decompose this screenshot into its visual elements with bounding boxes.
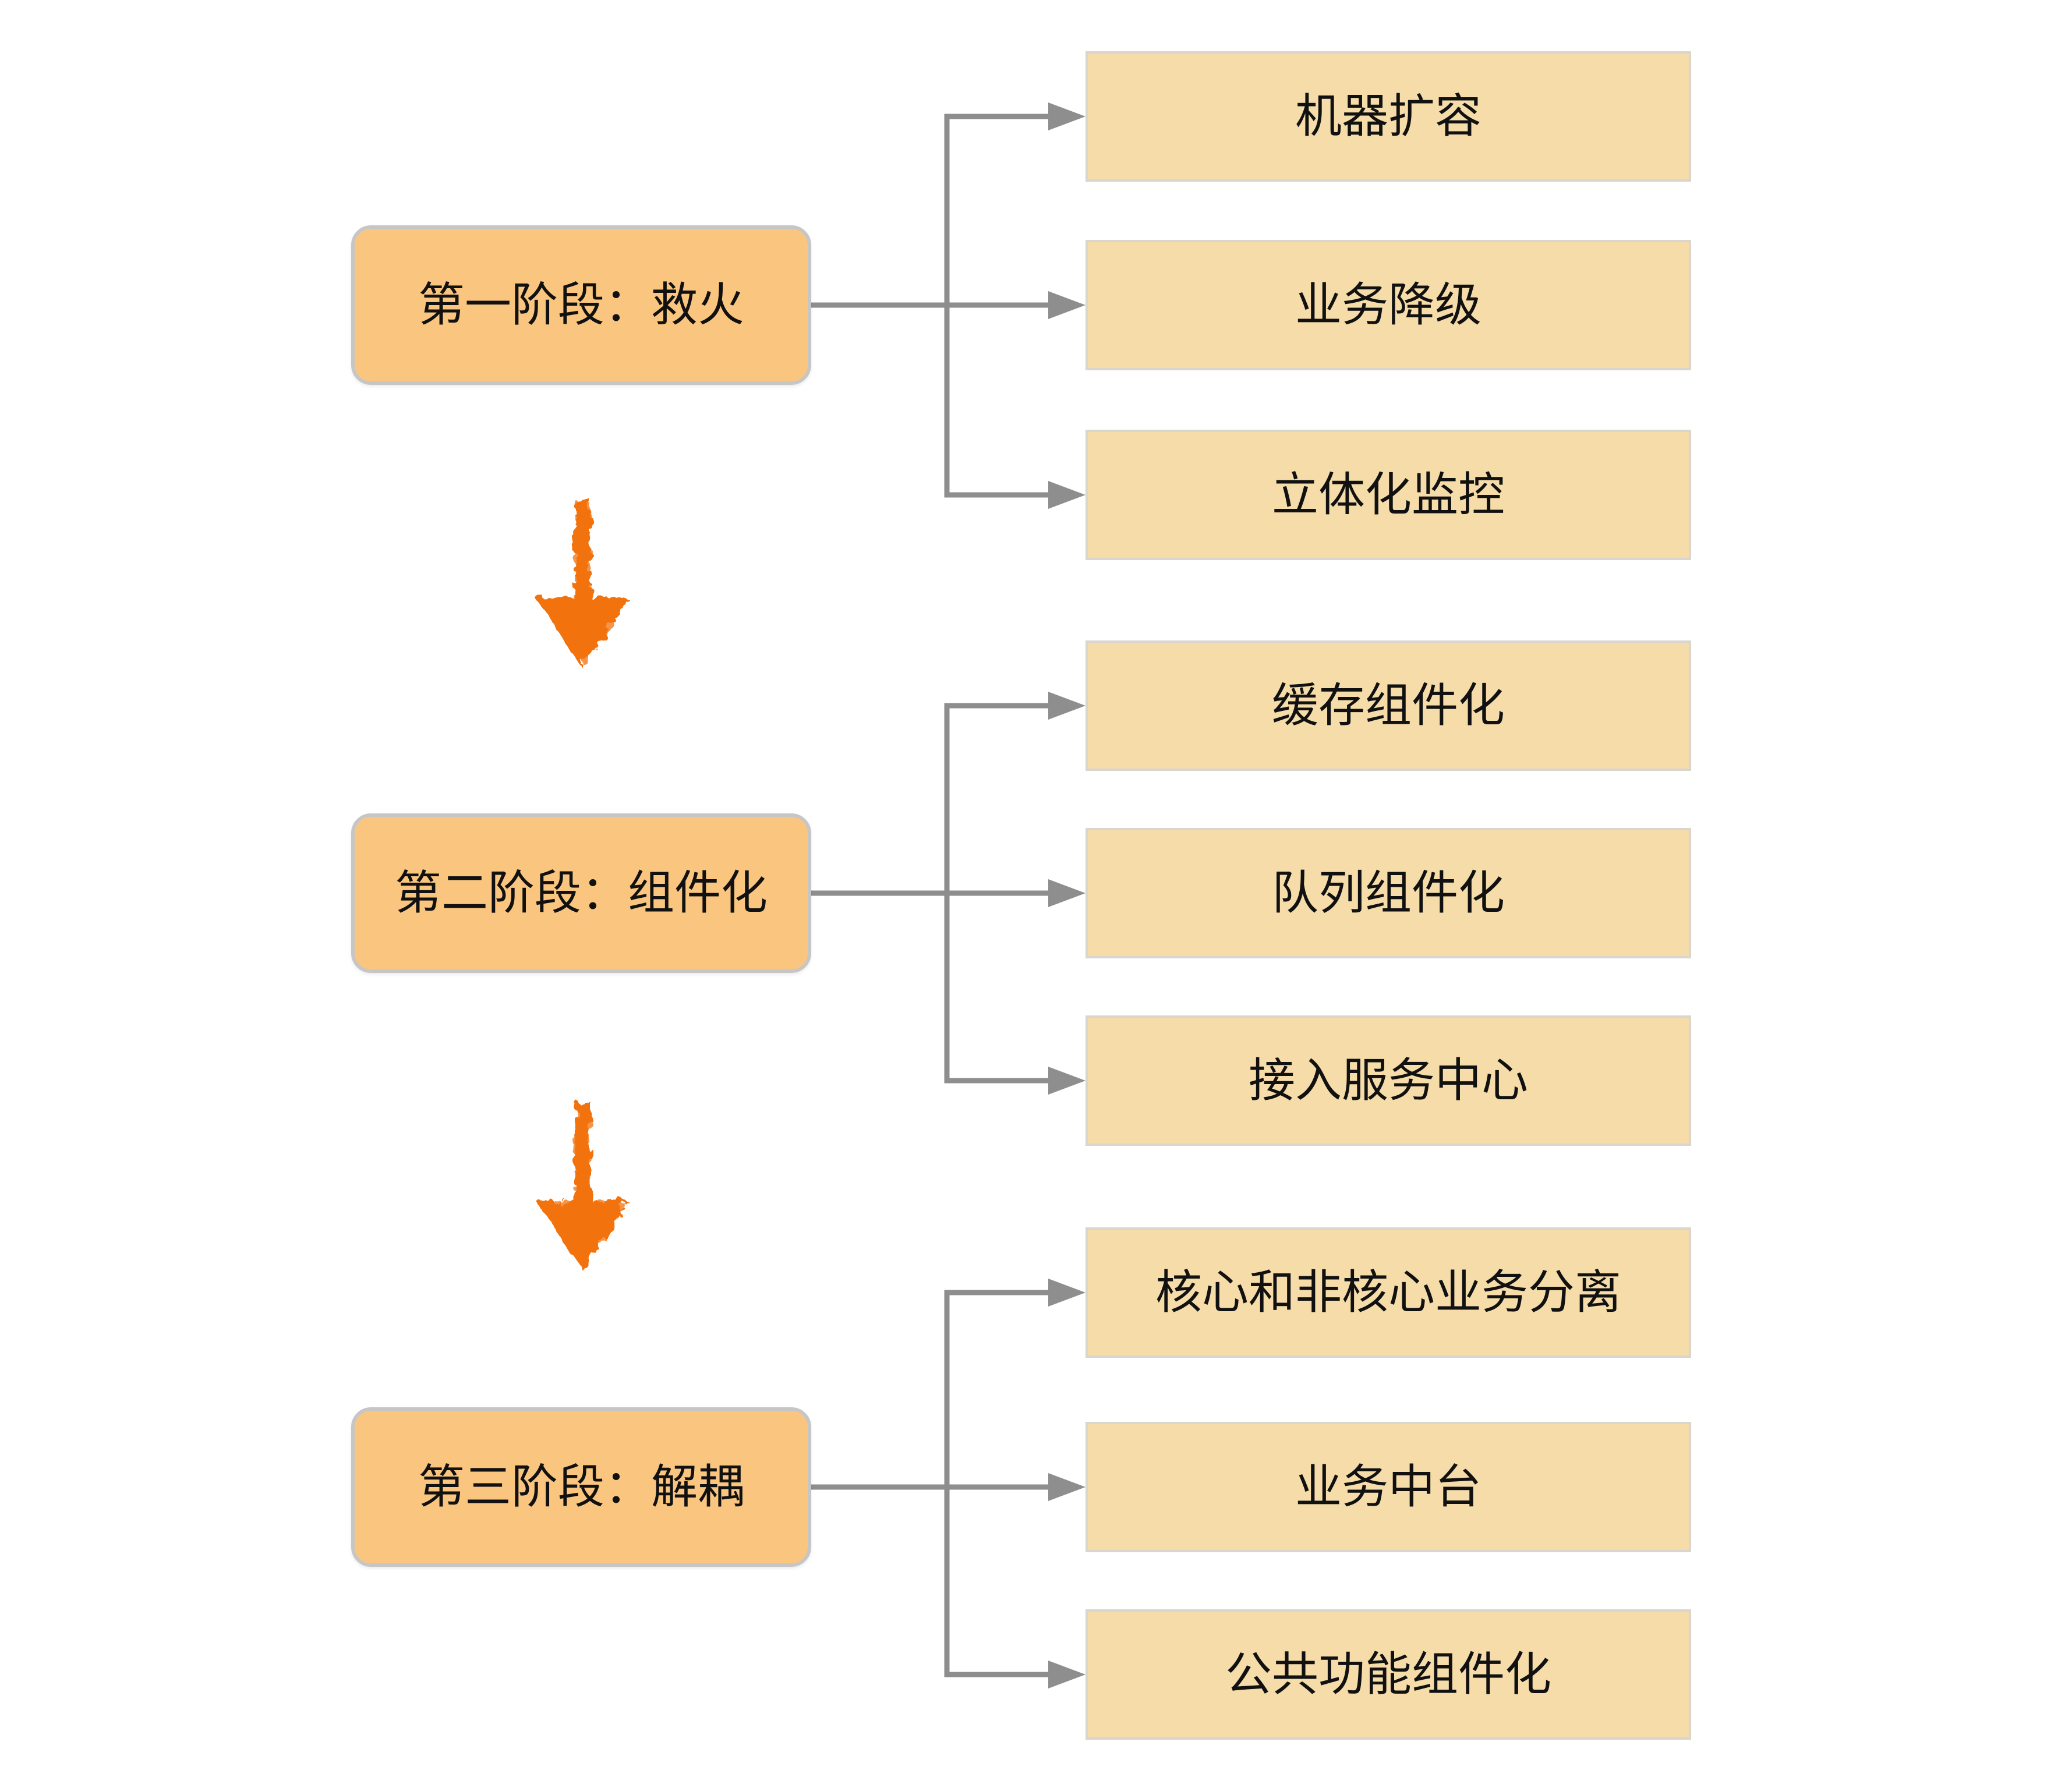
down-arrow-icon: [536, 499, 629, 668]
child-node-stage1-3: 立体化监控: [1085, 430, 1691, 560]
arrowhead-icon: [1048, 692, 1085, 720]
stage-node-2: 第二阶段：组件化: [351, 813, 811, 973]
connector-group-stage2: [811, 692, 1085, 1095]
child-node-stage1-2: 业务降级: [1085, 240, 1691, 370]
arrowhead-icon: [1048, 879, 1085, 907]
child-node-stage2-3: 接入服务中心: [1085, 1015, 1691, 1146]
arrowhead-icon: [1048, 102, 1085, 130]
child-node-stage2-2: 队列组件化: [1085, 828, 1691, 958]
arrowhead-icon: [1048, 291, 1085, 319]
child-node-stage3-3: 公共功能组件化: [1085, 1609, 1691, 1740]
child-node-stage3-1: 核心和非核心业务分离: [1085, 1227, 1691, 1358]
child-node-stage3-2: 业务中台: [1085, 1422, 1691, 1552]
down-arrow-icon: [536, 1102, 629, 1270]
arrowhead-icon: [1048, 1661, 1085, 1688]
child-node-stage1-1: 机器扩容: [1085, 51, 1691, 182]
connector-group-stage1: [811, 102, 1085, 509]
connector-group-stage3: [811, 1279, 1085, 1688]
arrowhead-icon: [1048, 1473, 1085, 1501]
stage-node-1: 第一阶段：救火: [351, 225, 811, 385]
arrowhead-icon: [1048, 1067, 1085, 1095]
child-node-stage2-1: 缓存组件化: [1085, 640, 1691, 771]
arrowhead-icon: [1048, 481, 1085, 509]
arrowhead-icon: [1048, 1279, 1085, 1307]
stage-node-3: 第三阶段：解耦: [351, 1407, 811, 1567]
